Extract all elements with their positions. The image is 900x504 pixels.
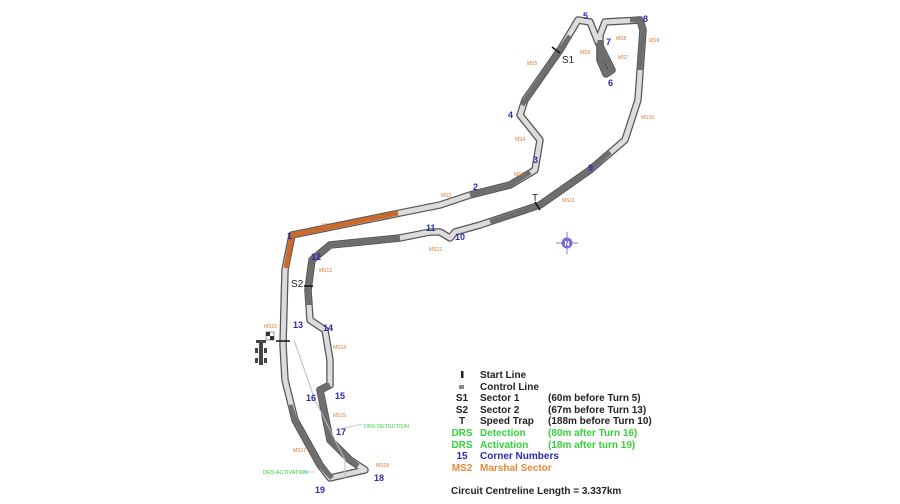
sector2-marker: S2 bbox=[291, 279, 304, 290]
legend-symbol: S2 bbox=[456, 405, 469, 416]
corner-number: 9 bbox=[588, 163, 593, 173]
corner-numbers: 1 2 3 4 5 6 7 8 9 10 11 12 13 14 15 16 1… bbox=[287, 11, 648, 495]
marshal-sector-label: MS14 bbox=[333, 345, 346, 351]
pit-lane bbox=[293, 339, 346, 478]
corner-number: 11 bbox=[426, 223, 436, 233]
marshal-sector-label: MS2 bbox=[441, 193, 452, 199]
north-compass-icon: N bbox=[556, 232, 578, 254]
corner-number: 13 bbox=[293, 320, 303, 330]
car-icon bbox=[255, 340, 267, 365]
track-segment-dark bbox=[489, 150, 612, 225]
corner-number: 18 bbox=[374, 473, 384, 483]
corner-number: 15 bbox=[335, 391, 345, 401]
track-segment-dark bbox=[519, 34, 573, 107]
marshal-sector-label: MS16 bbox=[264, 324, 277, 330]
marshal-sector-label: MS1 bbox=[322, 223, 333, 229]
speed-trap-line bbox=[534, 201, 541, 211]
marshal-sector-label: MS11 bbox=[562, 198, 575, 204]
marshal-sector-label: MS8 bbox=[616, 36, 627, 42]
legend-label: Marshal Sector bbox=[480, 463, 552, 474]
marshal-sector-label: MS13 bbox=[319, 268, 332, 274]
marshal-sector-label: MS6 bbox=[580, 50, 591, 56]
corner-number: 14 bbox=[323, 323, 333, 333]
corner-number: 6 bbox=[608, 78, 613, 88]
corner-number: 10 bbox=[455, 232, 465, 242]
corner-number: 3 bbox=[533, 155, 538, 165]
corner-number: 1 bbox=[287, 231, 292, 241]
corner-number: 8 bbox=[643, 14, 648, 24]
track-segment-dark bbox=[305, 235, 401, 306]
marshal-sector-label: MS5 bbox=[527, 61, 538, 67]
legend-label: Sector 2 bbox=[480, 405, 520, 416]
sector1-line bbox=[551, 46, 561, 54]
legend-symbol: DRS bbox=[451, 428, 472, 439]
legend-label: Corner Numbers bbox=[480, 451, 559, 462]
legend-note: (67m before Turn 13) bbox=[548, 405, 646, 416]
drs-activation-label: DRS ACTIVATION bbox=[263, 470, 308, 476]
drs-detection-label: DRS DETECTION bbox=[364, 424, 409, 430]
circuit-length: Circuit Centreline Length = 3.337km bbox=[451, 486, 621, 497]
sector1-marker: S1 bbox=[562, 55, 575, 66]
marshal-sector-label: MS18 bbox=[376, 463, 389, 469]
marshal-sector-label: MS7 bbox=[618, 55, 629, 61]
marshal-sector-label: MS15 bbox=[333, 413, 346, 419]
corner-number: 7 bbox=[606, 37, 611, 47]
legend: S1 S2 T DRS DRS 15 MS2 Start Line Contro… bbox=[451, 370, 652, 497]
legend-symbol: DRS bbox=[451, 440, 472, 451]
north-label: N bbox=[564, 241, 569, 248]
legend-note: (60m before Turn 5) bbox=[548, 393, 641, 404]
legend-label: Activation bbox=[480, 440, 528, 451]
marshal-sector-label: MS10 bbox=[641, 115, 654, 121]
legend-symbol: T bbox=[459, 416, 465, 427]
legend-label: Sector 1 bbox=[480, 393, 520, 404]
corner-number: 19 bbox=[315, 485, 325, 495]
legend-label: Detection bbox=[480, 428, 526, 439]
marshal-sector-label: MS9 bbox=[649, 38, 660, 44]
legend-label: Start Line bbox=[480, 370, 527, 381]
legend-label: Control Line bbox=[480, 382, 539, 393]
track-segment-dark bbox=[469, 169, 532, 198]
legend-label: Speed Trap bbox=[480, 416, 534, 427]
legend-note: (80m after Turn 16) bbox=[548, 428, 637, 439]
marshal-sector-label: MS3 bbox=[514, 172, 525, 178]
track-segment-dark bbox=[287, 404, 334, 480]
legend-note: (18m after turn 19) bbox=[548, 440, 635, 451]
marshal-sector-ms1-highlight bbox=[283, 210, 399, 269]
corner-number: 2 bbox=[473, 182, 478, 192]
track-segment-dark bbox=[630, 17, 646, 71]
legend-note: (188m before Turn 10) bbox=[548, 416, 652, 427]
marshal-sector-label: MS4 bbox=[515, 137, 526, 143]
track-segment-dark bbox=[595, 40, 615, 77]
legend-symbol: 15 bbox=[456, 451, 468, 462]
start-line-icon bbox=[461, 371, 464, 378]
corner-number: 16 bbox=[306, 393, 316, 403]
corner-number: 5 bbox=[583, 11, 588, 21]
marshal-sector-label: MS12 bbox=[429, 247, 442, 253]
corner-number: 17 bbox=[336, 427, 346, 437]
corner-number: 12 bbox=[311, 252, 321, 262]
track-segment-dark bbox=[317, 382, 360, 468]
speed-trap-marker: T bbox=[532, 193, 538, 204]
corner-number: 4 bbox=[508, 110, 513, 120]
marshal-sector-label: MS17 bbox=[293, 448, 306, 454]
control-line-icon bbox=[459, 385, 464, 389]
chequered-flag-icon bbox=[265, 331, 275, 341]
marshal-sector-labels: MS1 MS2 MS3 MS4 MS5 MS6 MS7 MS8 MS9 MS10… bbox=[264, 36, 660, 469]
legend-symbol: MS2 bbox=[452, 463, 473, 474]
legend-symbol: S1 bbox=[456, 393, 469, 404]
